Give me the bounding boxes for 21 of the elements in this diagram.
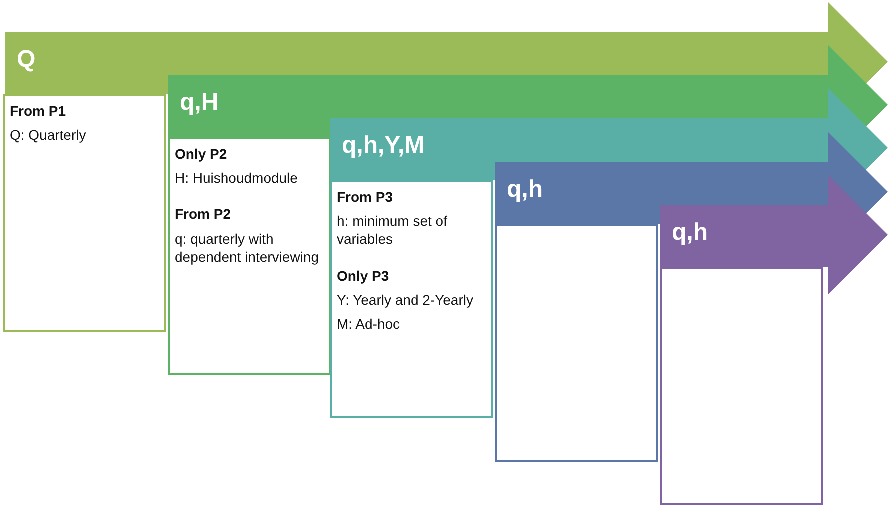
text-panel [3,94,166,332]
arrow-label: q,h [672,219,708,247]
text-panel [168,137,331,375]
arrow-label: q,H [180,89,219,117]
panel-heading: From P2 [175,205,232,224]
panel-text: H: Huishoudmodule [175,169,299,188]
panel-text: M: Ad-hoc [337,314,402,334]
text-panel [660,267,823,505]
arrow-label: q,h [507,176,543,204]
arrow-label: Q [17,46,36,74]
panel-text: Y: Yearly and 2-Yearly [337,290,474,309]
text-panel [495,224,658,462]
panel-text: Q: Quarterly [10,126,88,144]
panel-heading: Only P3 [337,266,390,285]
text-panel [330,180,493,418]
panel-heading: From P1 [10,102,68,120]
panel-heading: Only P2 [175,145,228,164]
panel-heading: From P3 [337,188,394,206]
arrow-label: q,h,Y,M [342,132,425,160]
panel-text: q: quarterly with dependent interviewing [175,230,320,266]
panel-text: h: minimum set of variables [337,212,448,249]
